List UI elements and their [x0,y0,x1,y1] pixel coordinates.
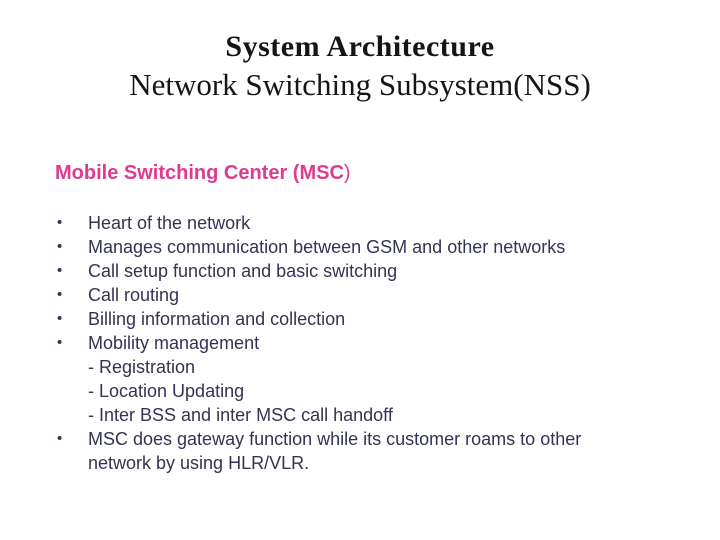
bullet-text: Manages communication between GSM and ot… [88,237,566,257]
list-item: • Call routing [57,283,613,307]
list-item: • Call setup function and basic switchin… [57,259,613,283]
section-heading-close-paren: ) [343,162,351,184]
section-heading-main: Mobile Switching Center (MSC [55,162,344,184]
section-heading: Mobile Switching Center (MSC) [55,160,351,186]
list-item: • Mobility management - Registration - L… [57,331,613,427]
sub-item: - Location Updating [88,381,245,401]
bullet-text: Heart of the network [88,213,251,233]
bullet-icon: • [57,214,63,231]
bullet-icon: • [57,286,63,303]
sub-item: - Inter BSS and inter MSC call handoff [88,405,393,425]
bullet-text-group: Mobility management - Registration - Loc… [88,331,613,427]
bullet-icon: • [57,262,63,279]
list-item: • Heart of the network [57,211,613,235]
bullet-text: Call routing [88,285,180,305]
bullet-list: • Heart of the network • Manages communi… [57,211,613,475]
title-line-2: Network Switching Subsystem(NSS) [129,67,591,102]
bullet-icon: • [57,334,63,351]
bullet-text: MSC does gateway function while its cust… [88,429,582,473]
bullet-text: Call setup function and basic switching [88,261,398,281]
list-item: • Billing information and collection [57,307,613,331]
bullet-text: Billing information and collection [88,309,346,329]
list-item: • MSC does gateway function while its cu… [57,427,613,475]
bullet-icon: • [57,310,63,327]
title-line-1: System Architecture [225,30,495,63]
bullet-text: Mobility management [88,333,260,353]
bullet-icon: • [57,430,63,447]
list-item: • Manages communication between GSM and … [57,235,613,259]
sub-item: - Registration [88,357,196,377]
bullet-icon: • [57,238,63,255]
slide-title: System Architecture Network Switching Su… [0,28,720,104]
